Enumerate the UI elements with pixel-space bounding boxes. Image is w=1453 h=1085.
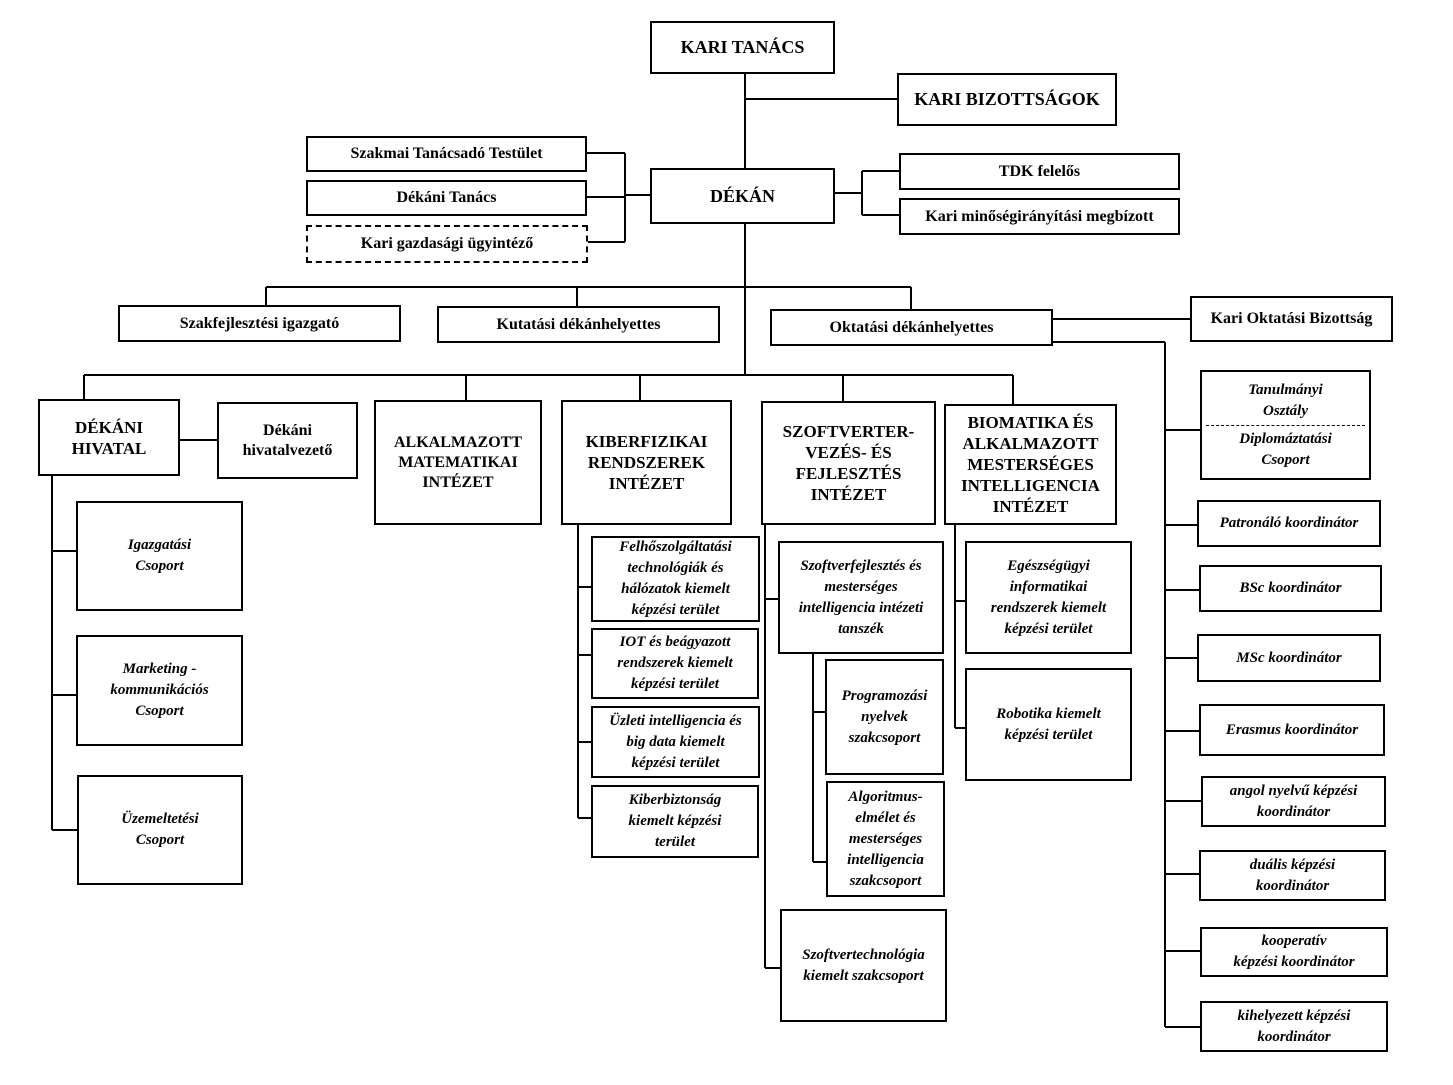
kiberfizikai-unit-box: Felhőszolgáltatási technológiák és hálóz… <box>591 536 760 622</box>
kiberfizikai-unit-box: IOT és beágyazott rendszerek kiemelt kép… <box>591 628 759 699</box>
coordinator-box: kooperatív képzési koordinátor <box>1200 927 1388 977</box>
szoftver-tanszek-box: Szoftverfejlesztés és mesterséges intell… <box>778 541 944 654</box>
coordinator-box: Patronáló koordinátor <box>1197 500 1381 547</box>
coordinator-label: duális képzési koordinátor <box>1249 856 1336 894</box>
hivatalvezeto-box: Dékáni hivatalvezető <box>217 402 358 479</box>
kari-tanacs-label: KARI TANÁCS <box>680 37 805 57</box>
coordinator-box: angol nyelvű képzési koordinátor <box>1201 776 1386 827</box>
coordinator-label: kooperatív képzési koordinátor <box>1233 933 1355 970</box>
igazgatasi-csoport-label: Igazgatási Csoport <box>127 537 192 574</box>
gazdasagi-ugyintezo-box: Kari gazdasági ügyintéző <box>306 225 588 263</box>
kari-bizottsagok-label: KARI BIZOTTSÁGOK <box>914 89 1100 109</box>
coordinator-box: MSc koordinátor <box>1197 634 1381 682</box>
kiberfizikai-box: KIBERFIZIKAI RENDSZEREK INTÉZET <box>561 400 732 525</box>
szoftver-tanszek-label: Szoftverfejlesztés és mesterséges intell… <box>798 557 924 637</box>
kiberfizikai-label: KIBERFIZIKAI RENDSZEREK INTÉZET <box>585 432 708 493</box>
programozasi-szakcsoport-label: Programozási nyelvek szakcsoport <box>841 687 928 746</box>
minoseg-label: Kari minőségirányítási megbízott <box>925 207 1154 225</box>
tdk-box: TDK felelős <box>899 153 1180 190</box>
tanulmanyi-osztaly-label: Tanulmányi Osztály <box>1248 381 1323 419</box>
biomatika-unit-box: Robotika kiemelt képzési terület <box>965 668 1132 781</box>
alkalmazott-matematikai-label: ALKALMAZOTT MATEMATIKAI INTÉZET <box>393 433 522 491</box>
dekani-hivatal-label: DÉKÁNI HIVATAL <box>71 417 147 458</box>
szoftver-intezet-label: SZOFTVERTER- VEZÉS- ÉS FEJLESZTÉS INTÉZE… <box>782 422 915 504</box>
oktatasi-box: Oktatási dékánhelyettes <box>770 309 1053 346</box>
tanulmanyi-osztaly-box: Tanulmányi Osztály Diplomáztatási Csopor… <box>1200 370 1371 480</box>
kutatasi-box: Kutatási dékánhelyettes <box>437 306 720 343</box>
dashed-divider <box>1206 424 1365 426</box>
szakmai-tanacsado-box: Szakmai Tanácsadó Testület <box>306 136 587 172</box>
coordinator-box: duális képzési koordinátor <box>1199 850 1386 901</box>
dekan-label: DÉKÁN <box>709 185 775 206</box>
coordinator-label: Erasmus koordinátor <box>1225 721 1359 738</box>
kiberfizikai-unit-box: Üzleti intelligencia és big data kiemelt… <box>591 706 760 778</box>
marketing-csoport-box: Marketing - kommunikációs Csoport <box>76 635 243 746</box>
kiberfizikai-unit-label: Felhőszolgáltatási technológiák és hálóz… <box>619 539 732 618</box>
biomatika-unit-label: Robotika kiemelt képzési terület <box>996 705 1101 743</box>
coordinator-label: kihelyezett képzési koordinátor <box>1237 1007 1351 1045</box>
szoftver-intezet-box: SZOFTVERTER- VEZÉS- ÉS FEJLESZTÉS INTÉZE… <box>761 401 936 525</box>
kari-bizottsagok-box: KARI BIZOTTSÁGOK <box>897 73 1117 126</box>
biomatika-unit-box: Egészségügyi informatikai rendszerek kie… <box>965 541 1132 654</box>
coordinator-box: kihelyezett képzési koordinátor <box>1200 1001 1388 1052</box>
coordinator-box: Erasmus koordinátor <box>1199 704 1385 756</box>
coordinator-label: angol nyelvű képzési koordinátor <box>1229 782 1358 820</box>
oktatasi-bizottsag-label: Kari Oktatási Bizottság <box>1210 310 1373 327</box>
igazgatasi-csoport-box: Igazgatási Csoport <box>76 501 243 611</box>
dekani-tanacs-box: Dékáni Tanács <box>306 180 587 216</box>
minoseg-box: Kari minőségirányítási megbízott <box>899 198 1180 235</box>
tdk-label: TDK felelős <box>998 162 1081 180</box>
oktatasi-label: Oktatási dékánhelyettes <box>829 318 994 336</box>
kiberfizikai-unit-label: Üzleti intelligencia és big data kiemelt… <box>609 712 742 771</box>
oktatasi-bizottsag-box: Kari Oktatási Bizottság <box>1190 296 1393 342</box>
kiberfizikai-unit-label: IOT és beágyazott rendszerek kiemelt kép… <box>617 634 733 692</box>
alkalmazott-matematikai-box: ALKALMAZOTT MATEMATIKAI INTÉZET <box>374 400 542 525</box>
diplomaztatasi-csoport-label: Diplomáztatási Csoport <box>1239 430 1332 468</box>
kiberfizikai-unit-box: Kiberbiztonság kiemelt képzési terület <box>591 785 759 858</box>
gazdasagi-ugyintezo-label: Kari gazdasági ügyintéző <box>360 235 534 252</box>
biomatika-unit-label: Egészségügyi informatikai rendszerek kie… <box>990 557 1107 637</box>
szakmai-tanacsado-label: Szakmai Tanácsadó Testület <box>350 145 543 162</box>
kari-tanacs-box: KARI TANÁCS <box>650 21 835 74</box>
marketing-csoport-label: Marketing - kommunikációs Csoport <box>110 661 209 719</box>
coordinator-label: MSc koordinátor <box>1236 649 1342 666</box>
kutatasi-label: Kutatási dékánhelyettes <box>496 315 661 333</box>
coordinator-label: Patronáló koordinátor <box>1219 515 1359 531</box>
biomatika-label: BIOMATIKA ÉS ALKALMAZOTT MESTERSÉGES INT… <box>961 413 1100 516</box>
programozasi-szakcsoport-box: Programozási nyelvek szakcsoport <box>825 659 944 775</box>
dekani-tanacs-label: Dékáni Tanács <box>396 189 497 206</box>
hivatalvezeto-label: Dékáni hivatalvezető <box>242 421 333 459</box>
biomatika-box: BIOMATIKA ÉS ALKALMAZOTT MESTERSÉGES INT… <box>944 404 1117 525</box>
algoritmus-szakcsoport-label: Algoritmus- elmélet és mesterséges intel… <box>847 788 924 889</box>
szakfejlesztesi-label: Szakfejlesztési igazgató <box>179 314 340 332</box>
uzemeltetesi-csoport-box: Üzemeltetési Csoport <box>77 775 243 885</box>
dekan-box: DÉKÁN <box>650 168 835 224</box>
uzemeltetesi-csoport-label: Üzemeltetési Csoport <box>121 811 199 848</box>
dekani-hivatal-box: DÉKÁNI HIVATAL <box>38 399 180 476</box>
coordinator-label: BSc koordinátor <box>1239 580 1342 596</box>
szoftvertechnologia-box: Szoftvertechnológia kiemelt szakcsoport <box>780 909 947 1022</box>
szakfejlesztesi-box: Szakfejlesztési igazgató <box>118 305 401 342</box>
coordinator-box: BSc koordinátor <box>1199 565 1382 612</box>
kiberfizikai-unit-label: Kiberbiztonság kiemelt képzési terület <box>628 792 722 850</box>
algoritmus-szakcsoport-box: Algoritmus- elmélet és mesterséges intel… <box>826 781 945 897</box>
szoftvertechnologia-label: Szoftvertechnológia kiemelt szakcsoport <box>802 946 925 984</box>
